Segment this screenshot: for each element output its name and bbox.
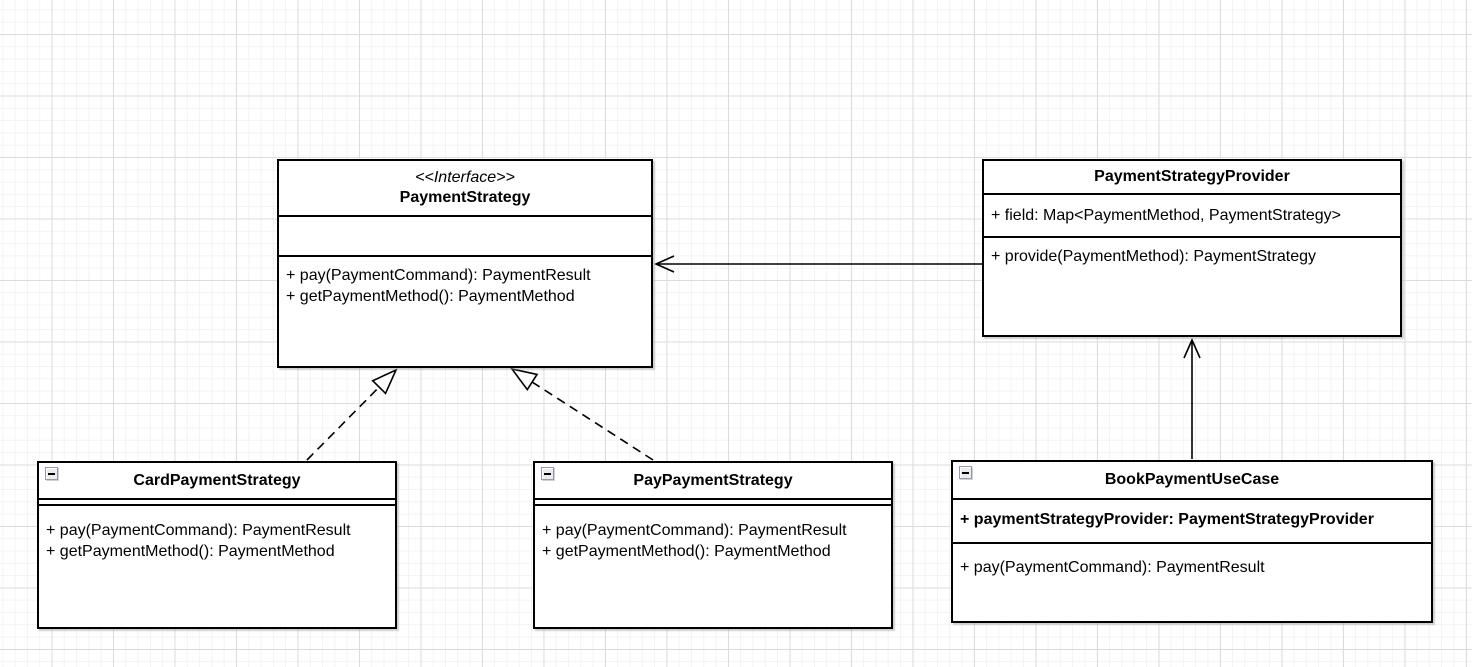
collapse-icon[interactable] xyxy=(959,466,972,479)
class-box-book-payment-use-case[interactable]: BookPaymentUseCase + paymentStrategyProv… xyxy=(951,460,1433,623)
card-title-compartment: CardPaymentStrategy xyxy=(39,463,395,498)
class-box-payment-strategy-provider[interactable]: PaymentStrategyProvider + field: Map<Pay… xyxy=(982,159,1402,337)
book-title-compartment: BookPaymentUseCase xyxy=(953,462,1431,498)
class-name-card-payment-strategy: CardPaymentStrategy xyxy=(133,471,301,489)
canvas-right-margin xyxy=(1472,0,1480,667)
class-box-payment-strategy[interactable]: <<Interface>> PaymentStrategy + pay(Paym… xyxy=(277,159,653,368)
book-methods-compartment: + pay(PaymentCommand): PaymentResult xyxy=(953,542,1431,621)
method-label: + getPaymentMethod(): PaymentMethod xyxy=(286,288,575,305)
provider-methods-compartment: + provide(PaymentMethod): PaymentStrateg… xyxy=(984,236,1400,335)
method-label: + provide(PaymentMethod): PaymentStrateg… xyxy=(991,248,1317,265)
field-label: + field: Map<PaymentMethod, PaymentStrat… xyxy=(991,207,1341,224)
payment-strategy-title-compartment: <<Interface>> PaymentStrategy xyxy=(279,161,651,215)
class-name-book-payment-use-case: BookPaymentUseCase xyxy=(1104,471,1280,488)
method-label: + getPaymentMethod(): PaymentMethod xyxy=(46,543,335,560)
card-methods-compartment: + pay(PaymentCommand): PaymentResult + g… xyxy=(39,504,395,627)
interface-stereotype-label: <<Interface>> xyxy=(415,169,515,186)
method-label: + pay(PaymentCommand): PaymentResult xyxy=(960,559,1265,576)
payment-strategy-fields-compartment xyxy=(279,215,651,255)
class-box-pay-payment-strategy[interactable]: PayPaymentStrategy + pay(PaymentCommand)… xyxy=(533,461,893,629)
class-name-pay-payment-strategy: PayPaymentStrategy xyxy=(633,471,793,489)
card-fields-compartment xyxy=(39,498,395,504)
collapse-icon[interactable] xyxy=(541,467,554,480)
method-label: + pay(PaymentCommand): PaymentResult xyxy=(286,267,591,284)
method-label: + pay(PaymentCommand): PaymentResult xyxy=(46,522,351,539)
book-fields-compartment: + paymentStrategyProvider: PaymentStrate… xyxy=(953,498,1431,542)
field-label: + paymentStrategyProvider: PaymentStrate… xyxy=(960,511,1374,528)
payment-strategy-methods-compartment: + pay(PaymentCommand): PaymentResult + g… xyxy=(279,255,651,366)
method-label: + pay(PaymentCommand): PaymentResult xyxy=(542,522,847,539)
pay-methods-compartment: + pay(PaymentCommand): PaymentResult + g… xyxy=(535,504,891,627)
method-label: + getPaymentMethod(): PaymentMethod xyxy=(542,543,831,560)
edge-pay-realizes-paymentstrategy[interactable] xyxy=(510,367,654,461)
edge-card-realizes-paymentstrategy[interactable] xyxy=(306,368,398,461)
class-name-payment-strategy-provider: PaymentStrategyProvider xyxy=(1094,168,1290,185)
class-name-payment-strategy: PaymentStrategy xyxy=(399,189,531,206)
provider-title-compartment: PaymentStrategyProvider xyxy=(984,161,1400,193)
collapse-icon[interactable] xyxy=(45,467,58,480)
provider-fields-compartment: + field: Map<PaymentMethod, PaymentStrat… xyxy=(984,193,1400,236)
pay-title-compartment: PayPaymentStrategy xyxy=(535,463,891,498)
class-box-card-payment-strategy[interactable]: CardPaymentStrategy + pay(PaymentCommand… xyxy=(37,461,397,629)
pay-fields-compartment xyxy=(535,498,891,504)
